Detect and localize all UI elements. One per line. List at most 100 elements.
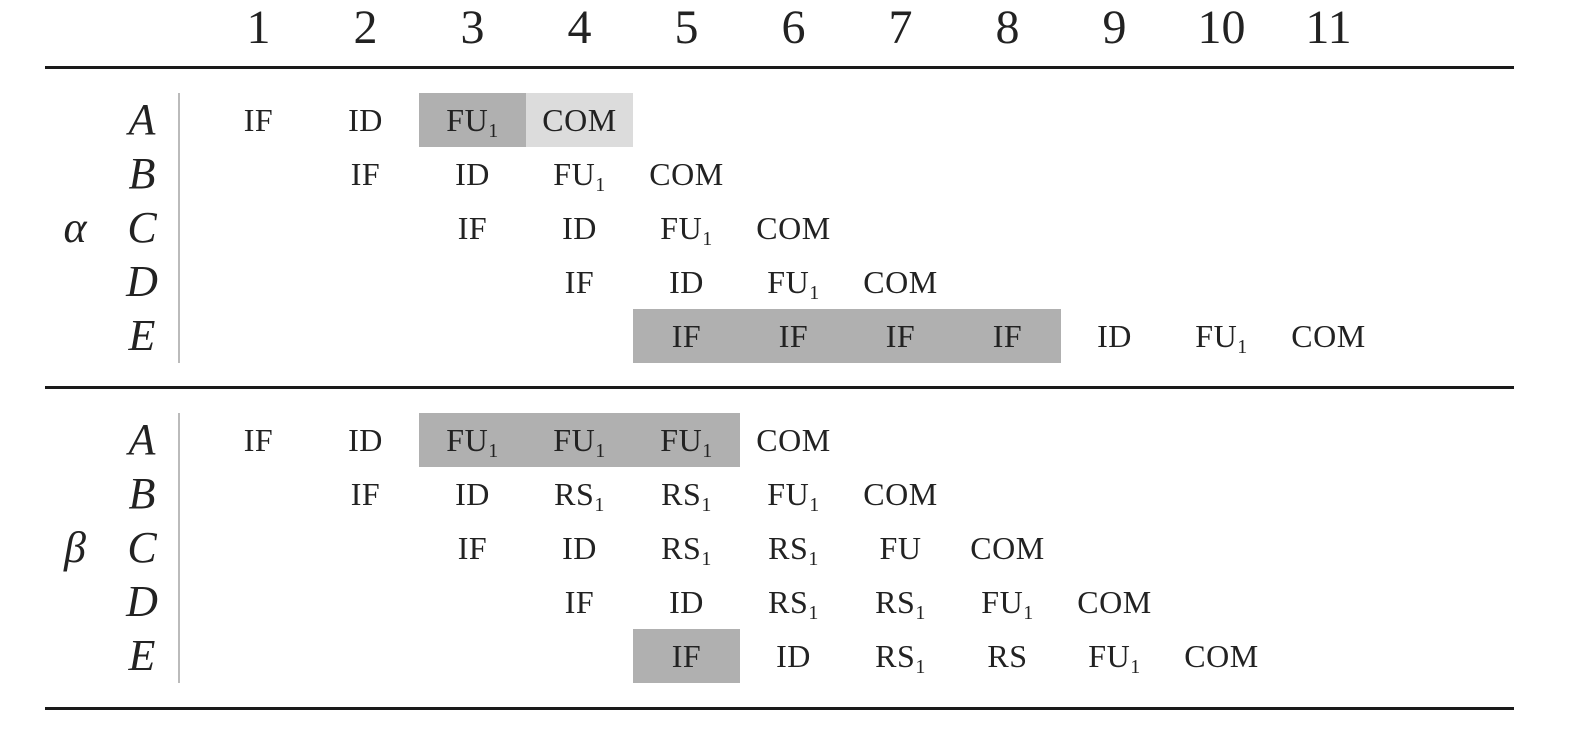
stage-cell: IF bbox=[205, 93, 312, 147]
stage-text: FU bbox=[660, 422, 703, 458]
stage-cell: IF bbox=[633, 309, 740, 363]
column-header-11: 11 bbox=[1305, 1, 1352, 54]
stage-text: IF bbox=[778, 318, 809, 354]
stage-cell: FU1 bbox=[633, 201, 740, 255]
stage-subscript: 1 bbox=[488, 120, 499, 142]
stage-cell: FU1 bbox=[740, 467, 847, 521]
column-header-10: 10 bbox=[1197, 1, 1246, 54]
stage-text: COM bbox=[1077, 584, 1152, 620]
stage-cell: FU1 bbox=[1061, 629, 1168, 683]
instruction-label: D bbox=[126, 257, 158, 306]
stage-cell: IF bbox=[526, 255, 633, 309]
stage-cell: IF bbox=[312, 147, 419, 201]
stage-subscript: 1 bbox=[702, 228, 713, 250]
stage-cell: RS1 bbox=[847, 629, 954, 683]
stage-text: ID bbox=[562, 530, 597, 566]
stage-cell: IF bbox=[633, 629, 740, 683]
stage-text: FU bbox=[879, 530, 922, 566]
stage-cell: ID bbox=[1061, 309, 1168, 363]
stage-text: ID bbox=[669, 264, 704, 300]
instruction-label: D bbox=[126, 577, 158, 626]
stage-text: IF bbox=[350, 476, 381, 512]
column-header-2: 2 bbox=[353, 1, 378, 54]
stage-text: RS bbox=[661, 476, 702, 512]
stage-cell: COM bbox=[847, 467, 954, 521]
stage-text: FU bbox=[553, 156, 596, 192]
stage-subscript: 1 bbox=[809, 494, 820, 516]
stage-cell: IF bbox=[419, 201, 526, 255]
stage-cell: COM bbox=[526, 93, 633, 147]
stage-subscript: 1 bbox=[1130, 656, 1141, 678]
stage-cell: FU1 bbox=[1168, 309, 1275, 363]
stage-cell: FU1 bbox=[419, 93, 526, 147]
stage-cell: RS1 bbox=[633, 521, 740, 575]
stage-text: IF bbox=[564, 584, 595, 620]
stage-cell: COM bbox=[740, 201, 847, 255]
stage-cell: COM bbox=[1061, 575, 1168, 629]
stage-text: ID bbox=[1097, 318, 1132, 354]
stage-text: COM bbox=[542, 102, 617, 138]
instruction-label: E bbox=[128, 311, 156, 360]
stage-text: COM bbox=[863, 264, 938, 300]
stage-text: ID bbox=[562, 210, 597, 246]
stage-cell: COM bbox=[954, 521, 1061, 575]
column-header-7: 7 bbox=[888, 1, 913, 54]
stage-subscript: 1 bbox=[594, 494, 605, 516]
stage-text: COM bbox=[1291, 318, 1366, 354]
stage-subscript: 1 bbox=[701, 548, 712, 570]
column-header-8: 8 bbox=[995, 1, 1020, 54]
stage-text: IF bbox=[350, 156, 381, 192]
stage-cell: ID bbox=[312, 413, 419, 467]
instruction-label: A bbox=[128, 95, 156, 144]
group-separator bbox=[178, 93, 180, 363]
stage-cell: ID bbox=[419, 467, 526, 521]
stage-cell: ID bbox=[419, 147, 526, 201]
stage-text: FU bbox=[553, 422, 596, 458]
stage-cell: COM bbox=[1275, 309, 1382, 363]
stage-subscript: 1 bbox=[488, 440, 499, 462]
stage-cell: COM bbox=[1168, 629, 1275, 683]
stage-cell: IF bbox=[526, 575, 633, 629]
instruction-label: C bbox=[127, 523, 157, 572]
stage-text: ID bbox=[348, 102, 383, 138]
stage-text: FU bbox=[767, 476, 810, 512]
instruction-label: E bbox=[128, 631, 156, 680]
stage-cell: COM bbox=[740, 413, 847, 467]
column-header-6: 6 bbox=[781, 1, 806, 54]
stage-text: IF bbox=[671, 318, 702, 354]
stage-text: COM bbox=[756, 210, 831, 246]
stage-text: FU bbox=[446, 102, 489, 138]
stage-text: ID bbox=[776, 638, 811, 674]
stage-cell: IF bbox=[954, 309, 1061, 363]
stage-cell: FU1 bbox=[633, 413, 740, 467]
stage-text: RS bbox=[554, 476, 595, 512]
column-header-1: 1 bbox=[246, 1, 271, 54]
stage-subscript: 1 bbox=[702, 440, 713, 462]
stage-cell: ID bbox=[633, 255, 740, 309]
stage-cell: RS1 bbox=[526, 467, 633, 521]
stage-subscript: 1 bbox=[595, 174, 606, 196]
stage-text: FU bbox=[1088, 638, 1131, 674]
stage-text: IF bbox=[243, 422, 274, 458]
stage-cell: COM bbox=[847, 255, 954, 309]
stage-subscript: 1 bbox=[809, 282, 820, 304]
stage-text: IF bbox=[243, 102, 274, 138]
stage-cell: FU1 bbox=[526, 413, 633, 467]
stage-text: FU bbox=[660, 210, 703, 246]
stage-cell: ID bbox=[312, 93, 419, 147]
stage-cell: IF bbox=[312, 467, 419, 521]
stage-text: IF bbox=[992, 318, 1023, 354]
stage-text: RS bbox=[875, 638, 916, 674]
stage-cell: RS1 bbox=[740, 575, 847, 629]
stage-subscript: 1 bbox=[701, 494, 712, 516]
stage-subscript: 1 bbox=[595, 440, 606, 462]
stage-text: ID bbox=[455, 156, 490, 192]
stage-text: IF bbox=[671, 638, 702, 674]
stage-cell: ID bbox=[526, 201, 633, 255]
instruction-label: B bbox=[128, 149, 156, 198]
stage-text: ID bbox=[348, 422, 383, 458]
stage-cell: COM bbox=[633, 147, 740, 201]
stage-text: RS bbox=[768, 530, 809, 566]
stage-text: RS bbox=[768, 584, 809, 620]
stage-cell: FU1 bbox=[954, 575, 1061, 629]
